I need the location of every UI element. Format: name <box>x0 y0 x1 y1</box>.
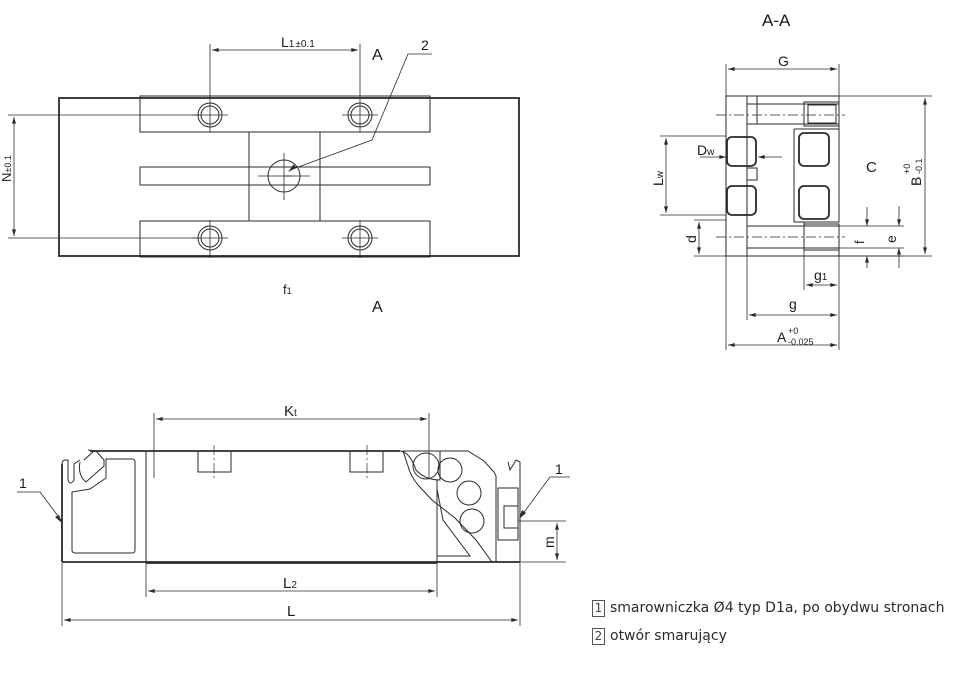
dim-g-upper: G <box>778 53 789 69</box>
section-title: A-A <box>762 11 791 30</box>
label-c: C <box>866 159 877 176</box>
callout-1-left: 1 <box>19 475 27 491</box>
dim-g1: g1 <box>814 267 828 283</box>
dim-e: e <box>883 235 899 243</box>
dim-a-tol-upper: +0 <box>788 326 798 336</box>
dim-l: L <box>287 603 295 620</box>
legend: 1 smarowniczka Ø4 typ D1a, po obydwu str… <box>592 596 944 652</box>
callout-1-right-leader <box>521 476 570 516</box>
dim-b-tol-lower: -0.1 <box>914 158 924 174</box>
dim-m: m <box>541 536 557 548</box>
callout-1-right: 1 <box>555 461 563 477</box>
ball-icon <box>456 480 482 506</box>
ball-icon <box>437 457 463 483</box>
left-end-cap-cavity <box>71 458 136 554</box>
dim-lw: Lw <box>650 170 666 186</box>
roller-icon <box>798 185 830 220</box>
return-channel <box>402 450 497 563</box>
top-view: L1±0.1 N±0.1 A A 2 f1 <box>0 34 520 316</box>
dim-dw: Dw <box>697 142 715 158</box>
left-plate <box>725 95 748 257</box>
dim-b-tol-upper: +0 <box>902 164 912 174</box>
middle-strip <box>139 166 431 186</box>
section-mark-a-bottom: A <box>372 299 383 316</box>
legend-number-badge: 2 <box>592 627 605 645</box>
ball-icon <box>412 452 440 480</box>
upper-bar <box>139 95 431 133</box>
ball-icon <box>459 508 485 534</box>
dim-kt: Kt <box>284 403 297 420</box>
dim-l1-label: L1±0.1 <box>281 34 315 50</box>
dim-a: A <box>777 329 787 345</box>
dim-d: d <box>683 235 699 243</box>
roller-icon <box>798 132 830 167</box>
callout-2-number: 2 <box>421 37 429 53</box>
callout-1-left-leader <box>17 491 62 521</box>
roller-icon <box>726 185 757 216</box>
label-f1: f1 <box>283 282 292 297</box>
legend-text: smarowniczka Ø4 typ D1a, po obydwu stron… <box>610 600 945 616</box>
section-body <box>746 95 840 227</box>
dim-n-label: N±0.1 <box>0 155 14 182</box>
dim-l2: L2 <box>283 575 297 592</box>
callout-2-leader <box>289 53 432 171</box>
dim-g: g <box>789 296 797 312</box>
section-view: A-A G Dw <box>650 11 932 350</box>
dim-f: f <box>852 240 867 244</box>
section-mark-a-top: A <box>372 47 383 64</box>
legend-item: 1 smarowniczka Ø4 typ D1a, po obydwu str… <box>592 596 944 620</box>
dim-b: B <box>908 177 924 186</box>
legend-text: otwór smarujący <box>610 628 727 644</box>
legend-number-badge: 1 <box>592 599 605 617</box>
roller-icon <box>726 136 757 167</box>
lower-bar <box>139 220 431 258</box>
top-view-outline <box>58 97 520 257</box>
center-plate <box>248 131 321 222</box>
legend-item: 2 otwór smarujący <box>592 624 944 648</box>
mounting-holes <box>192 102 378 258</box>
dim-a-tol-lower: -0.025 <box>788 337 814 347</box>
side-view: Kt L2 L m 1 1 <box>17 403 570 626</box>
